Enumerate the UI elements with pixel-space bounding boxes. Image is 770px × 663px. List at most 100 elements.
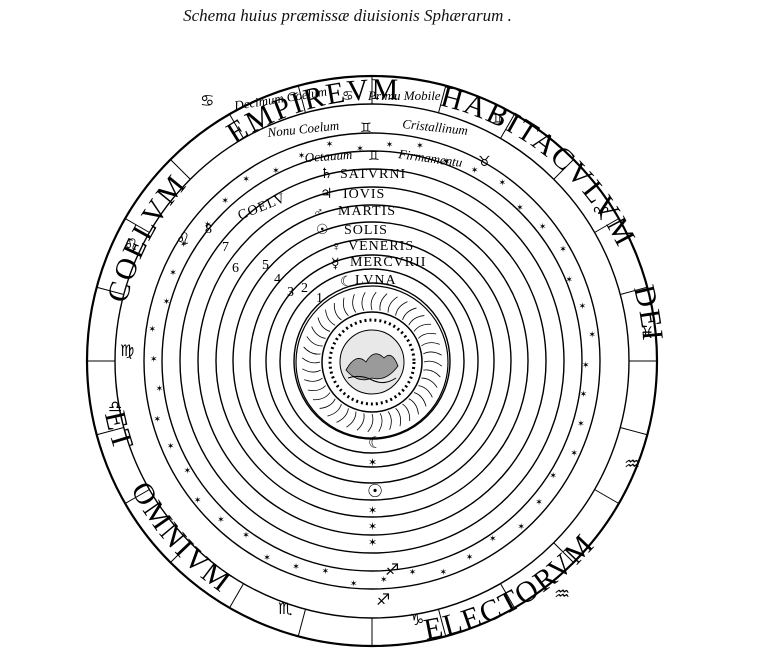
zodiac-divider bbox=[553, 159, 574, 180]
ring-number-2: 2 bbox=[301, 281, 309, 296]
aquarius-icon: ♒ bbox=[624, 454, 640, 475]
flame-stroke bbox=[301, 357, 321, 364]
star-icon: ✶ bbox=[582, 361, 590, 371]
flame-stroke bbox=[325, 309, 336, 326]
star-icon: ✶ bbox=[292, 562, 300, 572]
ring bbox=[179, 168, 565, 554]
star-icon: ✶ bbox=[386, 141, 394, 151]
zodiac-divider bbox=[620, 427, 648, 436]
ring-number-7: 7 bbox=[222, 240, 230, 255]
zodiac-divider bbox=[170, 159, 191, 180]
taurus-icon: ♉ bbox=[478, 154, 491, 170]
label-coelu: COELV bbox=[236, 191, 288, 224]
label-octauum: Octauum bbox=[304, 147, 353, 165]
moon-icon-2: ☾ bbox=[368, 433, 382, 452]
label-veneris: VENERIS bbox=[348, 239, 414, 254]
ring bbox=[161, 150, 583, 572]
flame-stroke bbox=[333, 302, 342, 321]
capricorn-icon: ♑ bbox=[410, 610, 424, 629]
star-icon: ✶ bbox=[204, 221, 212, 231]
star-icon: ✶ bbox=[539, 223, 547, 233]
zodiac-divider bbox=[297, 609, 306, 637]
mercury-icon: ☿ bbox=[331, 257, 341, 272]
flame-stroke bbox=[387, 296, 398, 313]
flame-stroke bbox=[319, 398, 336, 409]
leo-icon-2: ♌ bbox=[124, 235, 138, 254]
zodiac-divider bbox=[438, 85, 447, 113]
sagittarius-icon-2: ♐ bbox=[376, 590, 390, 609]
star-icon: ✶ bbox=[570, 449, 578, 459]
star-icon: ✶ bbox=[148, 325, 156, 335]
flame-stroke bbox=[387, 411, 392, 430]
zodiac-divider bbox=[124, 218, 150, 233]
ring bbox=[249, 238, 495, 484]
label-mercurii: MERCVRII bbox=[350, 255, 426, 270]
zodiac-divider bbox=[620, 286, 648, 295]
water-icon bbox=[347, 375, 397, 384]
star-icon: ✶ bbox=[498, 178, 506, 188]
label-saturni: SATVRNI bbox=[340, 167, 406, 182]
label-crystallinum: Cristallinum bbox=[402, 116, 469, 138]
ring bbox=[293, 282, 451, 440]
star-icon: ✶ bbox=[322, 567, 330, 577]
flame-stroke bbox=[395, 301, 408, 316]
gemini-icon-3: ♊ bbox=[368, 149, 380, 164]
flame-stroke bbox=[307, 385, 326, 392]
flame-stroke bbox=[379, 293, 388, 311]
ring-number-3: 3 bbox=[287, 285, 295, 300]
star-icon: ✶ bbox=[549, 472, 557, 482]
star-icon: ✶ bbox=[156, 384, 164, 394]
zodiac-divider bbox=[500, 113, 515, 139]
star-icon: ✶ bbox=[368, 536, 377, 549]
sun-icon-2: ☉ bbox=[367, 481, 383, 502]
page-title: Schema huius præmissæ diuisionis Sphærar… bbox=[183, 6, 512, 25]
star-icon: ✶ bbox=[180, 240, 188, 250]
ring-number-5: 5 bbox=[262, 258, 270, 273]
cancer-icon-2: ♋ bbox=[200, 91, 214, 110]
flame-stroke bbox=[361, 292, 366, 311]
firmament-stars: ✶✶✶✶✶✶✶✶✶✶✶✶✶✶✶✶✶✶✶✶✶✶✶✶✶✶✶✶✶✶✶✶✶✶✶✶✶✶✶✶… bbox=[148, 140, 595, 589]
label-firmamentum: Firmamentu bbox=[397, 146, 464, 170]
star-icon: ✶ bbox=[368, 520, 377, 533]
sagittarius-icon: ♐ bbox=[385, 560, 399, 579]
flame-stroke bbox=[423, 360, 443, 367]
zodiac-band bbox=[87, 76, 657, 646]
star-icon: ✶ bbox=[169, 268, 177, 278]
flame-stroke bbox=[317, 317, 331, 332]
gemini-icon: ♊ bbox=[360, 121, 372, 136]
aquarius-icon-2: ♒ bbox=[554, 584, 570, 605]
zodiac-divider bbox=[229, 113, 244, 139]
venus-icon: ♀ bbox=[331, 240, 343, 255]
star-icon: ✶ bbox=[471, 166, 479, 176]
star-icon: ✶ bbox=[489, 534, 497, 544]
ring bbox=[215, 204, 529, 518]
moon-icon: ☾ bbox=[340, 275, 354, 290]
star-icon: ✶ bbox=[298, 152, 306, 162]
ring bbox=[232, 221, 512, 501]
star-icon: ✶ bbox=[356, 144, 364, 154]
star-icon: ✶ bbox=[516, 204, 524, 214]
leo-icon: ♌ bbox=[176, 229, 190, 248]
fire-sphere bbox=[301, 291, 443, 433]
flame-stroke bbox=[402, 307, 417, 321]
libra-icon: ♎ bbox=[108, 397, 122, 416]
zodiac-divider bbox=[96, 427, 124, 436]
flame-stroke bbox=[402, 403, 411, 422]
star-icon: ✶ bbox=[242, 175, 250, 185]
star-icon: ✶ bbox=[326, 140, 334, 150]
sun-icon: ☉ bbox=[316, 223, 330, 238]
label-iouis: IOVIS bbox=[343, 187, 385, 202]
flame-stroke bbox=[367, 413, 374, 433]
label-omnium: OMNIVM bbox=[124, 476, 238, 599]
flame-stroke bbox=[302, 368, 321, 373]
label-martis: MARTIS bbox=[338, 204, 396, 219]
saturn-icon: ♄ bbox=[320, 167, 334, 182]
zodiac-divider bbox=[594, 218, 620, 233]
star-icon: ✶ bbox=[272, 167, 280, 177]
flame-stroke bbox=[418, 385, 433, 398]
flame-stroke bbox=[418, 332, 437, 339]
flame-stroke bbox=[408, 398, 419, 415]
star-icon: ✶ bbox=[565, 275, 573, 285]
zodiac-divider bbox=[124, 489, 150, 504]
star-icon: ✶ bbox=[588, 331, 596, 341]
